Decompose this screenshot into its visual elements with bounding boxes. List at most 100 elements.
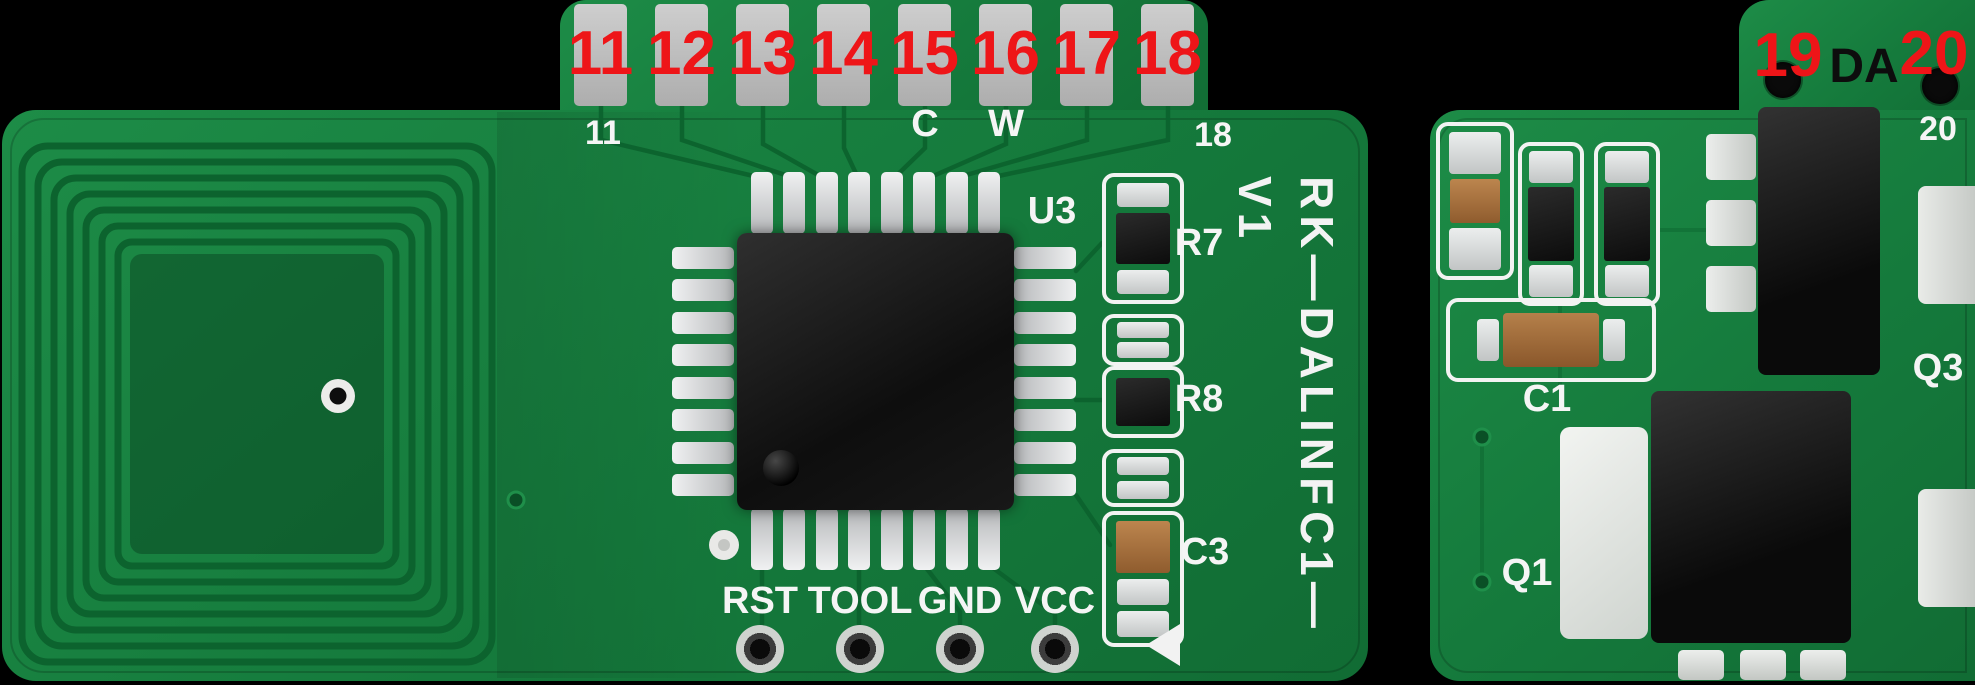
through-hole xyxy=(836,625,884,673)
connector-pad xyxy=(1141,4,1194,106)
solder-pad xyxy=(1117,183,1169,207)
chip-pin xyxy=(1014,409,1076,432)
silkscreen-pin20: 20 xyxy=(1919,110,1957,148)
chip-pin xyxy=(848,508,871,570)
chip-pin xyxy=(1014,376,1076,399)
component-footprint xyxy=(1518,142,1584,306)
coil-turns xyxy=(18,142,496,666)
edge-solder-pad xyxy=(1918,489,1975,607)
chip-pin xyxy=(751,172,773,234)
chip-pin xyxy=(977,172,1000,234)
chip-pin xyxy=(672,311,734,334)
r7-designator: R7 xyxy=(1174,222,1224,264)
solder-pad xyxy=(1603,319,1625,361)
q1-transistor xyxy=(1651,391,1851,643)
chip-pin xyxy=(880,508,903,570)
solder-pad xyxy=(1605,265,1649,297)
mcu-pins-bottom xyxy=(751,508,1000,570)
pin-annotation: 20 xyxy=(1899,19,1969,88)
connector-pad xyxy=(898,4,951,106)
chip-component xyxy=(1528,187,1574,261)
edge-pad-cell xyxy=(884,0,965,110)
unpopulated-footprint xyxy=(1102,314,1184,366)
c1-designator: C1 xyxy=(1522,378,1572,420)
solder-pad xyxy=(1605,151,1649,183)
chip-pin xyxy=(672,376,734,399)
pin-annotation: 13 xyxy=(728,19,797,88)
edge-solder-pad xyxy=(1918,186,1975,304)
chip-pin xyxy=(913,508,936,570)
pad-group-tool: TOOL xyxy=(800,580,920,673)
chip-pin xyxy=(1014,344,1076,367)
chip-pin xyxy=(913,172,936,234)
connector-pad xyxy=(979,4,1032,106)
pin1-marker xyxy=(763,450,799,486)
connector-pad xyxy=(1060,4,1113,106)
pin-annotation: 15 xyxy=(890,19,959,88)
chip-capacitor xyxy=(1450,179,1500,223)
pin-annotation: 16 xyxy=(971,19,1040,88)
pad-group-rst: RST xyxy=(700,580,820,673)
q3-designator: Q3 xyxy=(1912,347,1964,389)
chip-pin xyxy=(672,344,734,367)
chip-pin xyxy=(945,508,968,570)
solder-pad xyxy=(1740,650,1786,680)
pad-label: GND xyxy=(917,580,1003,622)
chip-pin xyxy=(1014,279,1076,302)
chip-pin xyxy=(945,172,968,234)
silkscreen-pin18: 18 xyxy=(1194,116,1232,154)
solder-pad xyxy=(1706,134,1756,180)
pin-annotation: 11 xyxy=(567,19,634,88)
board-title-vertical: RK—DALINFC1—V1 xyxy=(1229,176,1343,634)
silkscreen-pin11: 11 xyxy=(585,114,621,152)
edge-pad-cell xyxy=(641,0,722,110)
mcu-pins-top xyxy=(751,172,1000,234)
edge-pad-cell xyxy=(965,0,1046,110)
chip-pin xyxy=(672,441,734,464)
r7-footprint xyxy=(1102,173,1184,304)
c3-footprint xyxy=(1102,511,1184,647)
chip-pin xyxy=(783,172,806,234)
through-hole xyxy=(936,625,984,673)
mcu-designator: U3 xyxy=(1027,190,1077,232)
pad-label: VCC xyxy=(1014,580,1096,622)
vias xyxy=(506,427,1492,592)
r7-resistor xyxy=(1116,213,1170,264)
chip-pin xyxy=(672,279,734,302)
chip-pin xyxy=(1014,247,1076,269)
mounting-hole-19 xyxy=(1765,62,1801,98)
pad-group-gnd: GND xyxy=(900,580,1020,673)
chip-pin xyxy=(751,508,773,570)
r8-resistor xyxy=(1116,378,1170,426)
silkscreen-c: C xyxy=(911,103,939,145)
edge-connector xyxy=(560,0,1208,110)
pad-label: TOOL xyxy=(807,580,913,622)
chip-pin xyxy=(815,508,838,570)
mcu-pins-right xyxy=(1014,247,1076,496)
da-label: DA xyxy=(1829,40,1899,93)
connector-pad xyxy=(574,4,627,106)
solder-pad xyxy=(1529,265,1573,297)
pad-group-vcc: VCC xyxy=(995,580,1115,673)
pad-label: RST xyxy=(722,580,798,622)
solder-pad xyxy=(1117,322,1169,338)
pin-annotation: 17 xyxy=(1052,19,1121,88)
solder-pad xyxy=(1117,457,1169,475)
through-hole xyxy=(736,625,784,673)
solder-pad xyxy=(1117,342,1169,358)
solder-pad xyxy=(1117,481,1169,499)
solder-pad xyxy=(1117,579,1169,605)
chip-pin xyxy=(672,247,734,269)
c1-capacitor xyxy=(1503,313,1599,367)
solder-pad xyxy=(1477,319,1499,361)
r8-footprint xyxy=(1102,366,1184,438)
solder-pad xyxy=(1706,266,1756,312)
c3-designator: C3 xyxy=(1180,531,1230,573)
mcu-pins-left xyxy=(672,247,734,496)
c3-capacitor xyxy=(1116,521,1170,573)
pin-annotation: 18 xyxy=(1133,19,1202,88)
chip-pin xyxy=(672,409,734,432)
r8-designator: R8 xyxy=(1174,378,1224,420)
triangle-marker xyxy=(1146,624,1180,666)
